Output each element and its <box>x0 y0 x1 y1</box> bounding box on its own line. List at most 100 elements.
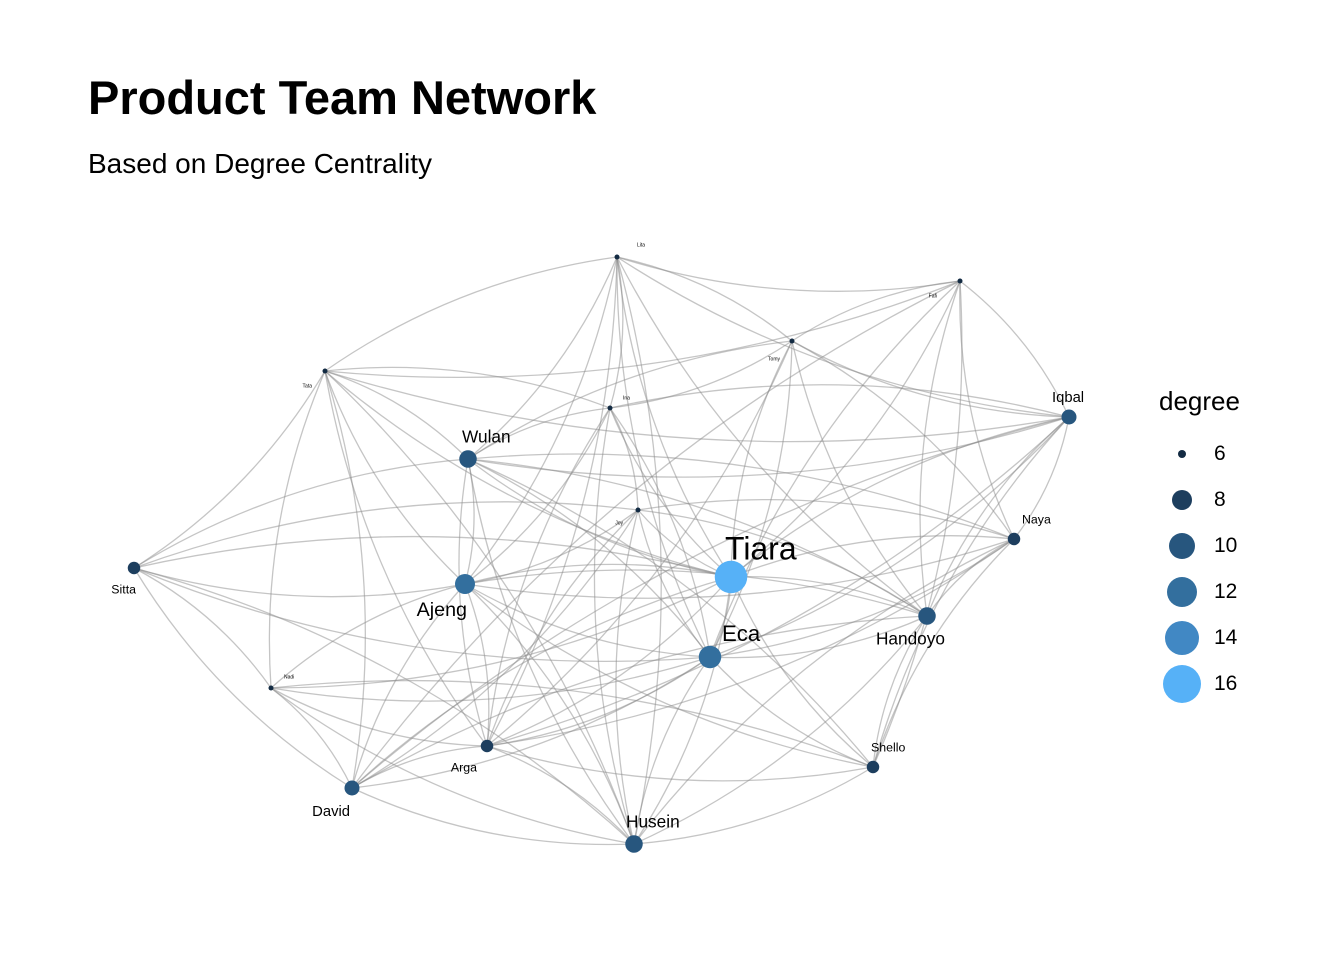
edge-tiara-nadi <box>270 576 732 689</box>
node-label-david: David <box>312 804 350 820</box>
legend-key <box>1150 431 1214 477</box>
edge-tiara-sitta <box>133 535 732 578</box>
node-label-tiara: Tiara <box>725 530 797 566</box>
node-label-ina: Ina <box>623 395 630 401</box>
edge-nadi-arga <box>270 687 488 747</box>
edge-tomy-eca <box>709 340 793 658</box>
node-david <box>344 780 360 796</box>
edge-iqbal-shello <box>872 416 1070 768</box>
edge-sitta-husein <box>133 567 635 845</box>
edge-joy-handoyo <box>637 509 928 617</box>
legend-label: 6 <box>1214 442 1226 465</box>
edge-tata-ajeng <box>324 370 466 585</box>
node-label-naya: Naya <box>1022 512 1051 526</box>
edge-tiara-ajeng <box>464 563 732 585</box>
edge-tiara-shello <box>730 576 874 768</box>
legend-dot <box>1165 621 1199 655</box>
node-label-eca: Eca <box>722 621 761 646</box>
edge-lita-wulan <box>467 256 618 460</box>
edge-handoyo-shello <box>872 615 928 768</box>
edge-naya-ajeng <box>464 538 1015 599</box>
edge-naya-arga <box>486 538 1015 747</box>
legend-label: 12 <box>1214 580 1238 603</box>
node-ina <box>607 405 613 411</box>
legend-dot <box>1163 665 1201 703</box>
edge-handoyo-eca <box>709 615 928 659</box>
legend-entry: 14 <box>1150 615 1280 661</box>
edge-ina-tiara <box>609 407 732 578</box>
edge-arga-shello <box>486 745 874 782</box>
node-label-iqbal: Iqbal <box>1052 390 1084 406</box>
legend-entry: 16 <box>1150 661 1280 707</box>
edge-layer <box>133 256 1070 846</box>
edge-iqbal-wulan <box>467 416 1070 478</box>
edge-nadi-husein <box>270 687 635 845</box>
edge-fafi-shello <box>872 280 963 768</box>
edge-eca-nadi <box>270 656 711 702</box>
edge-ina-wulan <box>467 407 611 460</box>
edge-eca-david <box>351 656 711 789</box>
edge-tomy-ina <box>609 340 793 409</box>
edge-lita-arga <box>486 256 618 747</box>
edge-joy-naya <box>637 498 1015 540</box>
node-label-nadi: Nadi <box>284 674 294 680</box>
edge-tata-arga <box>324 370 488 747</box>
edge-handoyo-husein <box>633 615 928 845</box>
legend-label: 8 <box>1214 488 1226 511</box>
node-tiara <box>714 560 748 594</box>
edge-fafi-iqbal <box>959 280 1070 418</box>
edge-lita-ina <box>609 256 624 409</box>
node-handoyo <box>918 607 936 625</box>
edge-tata-david <box>324 370 366 789</box>
edge-sitta-nadi <box>133 567 272 689</box>
edge-tomy-naya <box>791 340 1015 540</box>
node-joy <box>635 507 641 513</box>
legend-dot <box>1167 577 1197 607</box>
edge-iqbal-arga <box>486 416 1070 747</box>
legend-dot <box>1172 490 1192 510</box>
legend-dot <box>1178 450 1186 458</box>
legend-title: degree <box>1159 386 1240 416</box>
legend-entry: 6 <box>1150 431 1280 477</box>
node-label-handoyo: Handoyo <box>876 629 945 649</box>
edge-sitta-ajeng <box>133 567 466 598</box>
edge-shello-husein <box>633 766 874 845</box>
edge-lita-iqbal <box>616 256 1070 418</box>
legend-key <box>1150 569 1214 615</box>
node-label-wulan: Wulan <box>462 427 511 447</box>
edge-joy-arga <box>486 509 639 747</box>
edge-joy-husein <box>615 509 639 845</box>
node-label-fafi: Fafi <box>929 293 937 299</box>
legend-entry: 10 <box>1150 523 1280 569</box>
node-ajeng <box>455 574 475 594</box>
edge-wulan-ajeng <box>464 458 475 585</box>
edge-tata-husein <box>324 370 635 845</box>
degree-legend: degree 6 8 10 12 14 16 <box>1150 386 1280 707</box>
node-wulan <box>459 450 477 468</box>
legend-label: 14 <box>1214 626 1238 649</box>
edge-ajeng-handoyo <box>464 569 928 617</box>
node-label-arga: Arga <box>451 760 477 774</box>
legend-key <box>1150 523 1214 569</box>
node-nadi <box>268 685 274 691</box>
edge-ajeng-husein <box>464 583 635 845</box>
node-label-tata: Tata <box>303 383 313 389</box>
node-eca <box>698 645 722 669</box>
edge-wulan-sitta <box>133 458 469 569</box>
node-tata <box>322 368 328 374</box>
node-tomy <box>789 338 795 344</box>
legend-key <box>1150 477 1214 523</box>
edge-fafi-eca <box>709 280 961 658</box>
node-husein <box>625 835 643 853</box>
edge-ajeng-arga <box>464 583 490 747</box>
edge-tiara-arga <box>486 576 732 747</box>
edge-wulan-husein <box>467 458 635 845</box>
node-label-tomy: Tomy <box>768 356 780 362</box>
edge-tata-nadi <box>268 370 326 689</box>
edge-tomy-wulan <box>467 340 793 460</box>
node-shello <box>866 760 880 774</box>
edge-tiara-handoyo <box>730 576 928 617</box>
edge-wulan-tiara <box>467 458 732 578</box>
node-arga <box>480 739 494 753</box>
edge-lita-tomy <box>616 256 793 342</box>
